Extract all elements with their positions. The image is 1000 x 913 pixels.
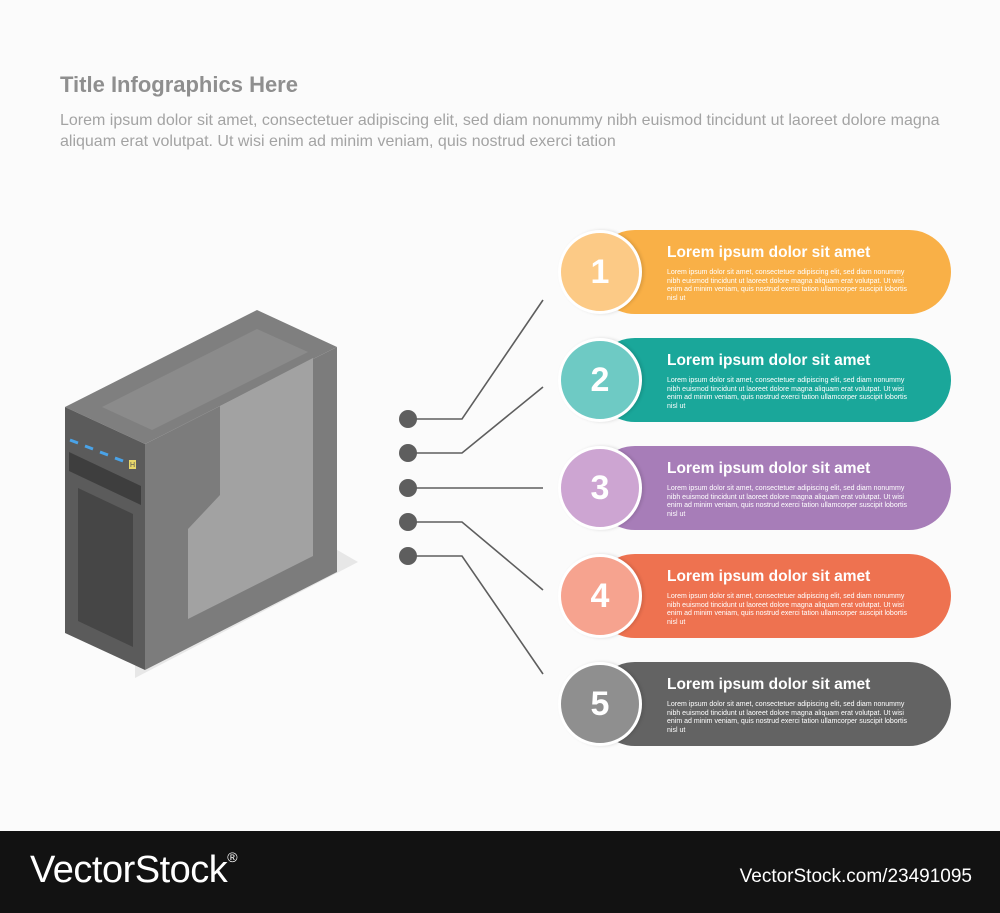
step-item-5: 5 Lorem ipsum dolor sit amet Lorem ipsum… xyxy=(558,662,951,746)
stock-image-id: VectorStock.com/23491095 xyxy=(739,866,972,887)
step-number-badge: 3 xyxy=(558,446,642,530)
tower-front-grille xyxy=(78,488,133,647)
connector-dot-2 xyxy=(399,444,417,462)
step-pill xyxy=(593,338,951,422)
connector-line-1 xyxy=(408,299,544,420)
brand-name: VectorStock xyxy=(30,849,228,891)
tower-drive-bay xyxy=(69,452,141,505)
step-description: Lorem ipsum dolor sit amet, consectetuer… xyxy=(667,377,908,410)
step-title: Lorem ipsum dolor sit amet xyxy=(667,244,871,261)
step-pill xyxy=(593,554,951,638)
connector-line-4 xyxy=(408,521,544,591)
connector-line-5 xyxy=(408,555,544,675)
step-pill xyxy=(593,662,951,746)
step-item-2: 2 Lorem ipsum dolor sit amet Lorem ipsum… xyxy=(558,338,951,422)
step-item-4: 4 Lorem ipsum dolor sit amet Lorem ipsum… xyxy=(558,554,951,638)
step-number-badge: 5 xyxy=(558,662,642,746)
connector-dot-3 xyxy=(399,479,417,497)
step-description: Lorem ipsum dolor sit amet, consectetuer… xyxy=(667,701,908,734)
status-led-icons xyxy=(69,438,124,463)
infographic-title: Title Infographics Here xyxy=(60,72,298,97)
step-item-3: 3 Lorem ipsum dolor sit amet Lorem ipsum… xyxy=(558,446,951,530)
connector-dot-5 xyxy=(399,547,417,565)
step-item-1: 1 Lorem ipsum dolor sit amet Lorem ipsum… xyxy=(558,230,951,314)
vectorstock-logo: VectorStock® xyxy=(30,849,238,892)
infographic-header: Title Infographics Here Lorem ipsum dolo… xyxy=(60,72,940,152)
connector-line-2 xyxy=(408,386,544,454)
step-title: Lorem ipsum dolor sit amet xyxy=(667,676,871,693)
step-description: Lorem ipsum dolor sit amet, consectetuer… xyxy=(667,485,908,518)
tower-top-panel xyxy=(102,329,308,430)
power-indicator-label: H xyxy=(130,462,135,469)
step-description: Lorem ipsum dolor sit amet, consectetuer… xyxy=(667,269,908,302)
step-number-badge: 2 xyxy=(558,338,642,422)
step-description: Lorem ipsum dolor sit amet, consectetuer… xyxy=(667,593,908,626)
step-number-badge: 4 xyxy=(558,554,642,638)
power-indicator-icon xyxy=(129,460,136,469)
computer-tower-icon: H xyxy=(65,310,358,678)
step-pill xyxy=(593,446,951,530)
connector-lines xyxy=(399,299,544,675)
watermark-footer: VectorStock® VectorStock.com/23491095 xyxy=(0,831,1000,913)
step-number-badge: 1 xyxy=(558,230,642,314)
registered-mark: ® xyxy=(227,849,238,865)
connector-dot-1 xyxy=(399,410,417,428)
step-pill xyxy=(593,230,951,314)
step-title: Lorem ipsum dolor sit amet xyxy=(667,352,871,369)
tower-side-window xyxy=(188,358,313,619)
step-title: Lorem ipsum dolor sit amet xyxy=(667,568,871,585)
connector-dot-4 xyxy=(399,513,417,531)
step-title: Lorem ipsum dolor sit amet xyxy=(667,460,871,477)
infographic-subtitle: Lorem ipsum dolor sit amet, consectetuer… xyxy=(60,112,940,150)
